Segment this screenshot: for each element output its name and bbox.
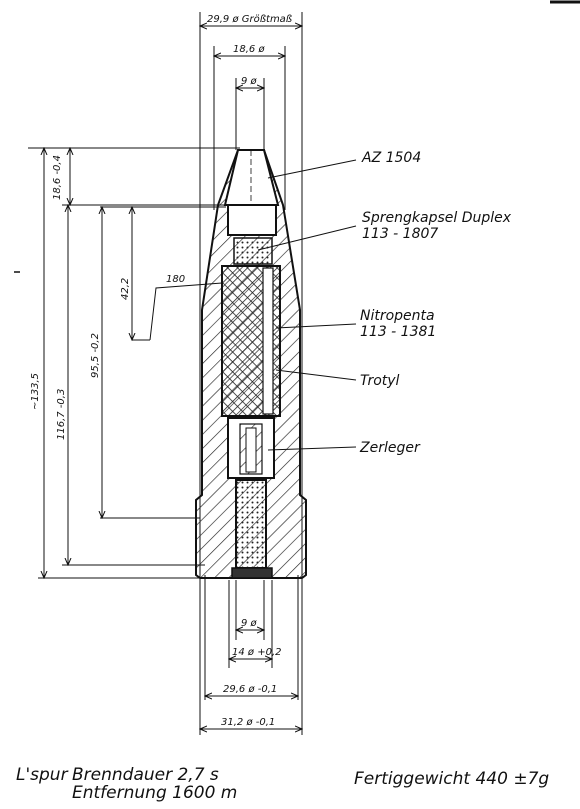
footer-tracer-label: L'spur: [16, 765, 68, 785]
footer-tracer-data: Brenndauer 2,7 s Entfernung 1600 m: [72, 766, 237, 802]
footer-weight: Fertiggewicht 440 ±7g: [354, 770, 549, 788]
dim-band-diameter: 29,6 ø -0,1: [223, 684, 277, 695]
tracer: [235, 479, 267, 569]
footer-distance: Entfernung 1600 m: [72, 783, 238, 803]
dim-tracer-diameter: 9 ø: [241, 618, 258, 629]
label-booster-code: 113 - 1381: [360, 324, 436, 340]
footer-weight-text: Fertiggewicht 440 ±7g: [354, 769, 550, 789]
label-booster: Nitropenta: [360, 308, 435, 324]
fuze-body: [227, 204, 277, 236]
fuze-nose: [223, 149, 280, 206]
label-destructor: Zerleger: [359, 440, 421, 456]
projectile-body: [195, 149, 307, 579]
width-dimension-lines: [200, 26, 302, 729]
dim-rotating-band: 31,2 ø -0,1: [221, 717, 275, 728]
footer-tracer: L'spur: [16, 766, 68, 784]
label-filler: Trotyl: [360, 373, 400, 389]
dim-detonator-depth: 42,2: [120, 278, 131, 300]
dim-angle: 180: [166, 274, 185, 285]
length-dimension-lines: [28, 148, 240, 578]
dim-nose-diameter: 18,6 ø: [233, 44, 265, 55]
dim-max-diameter: 29,9 ø Größtmaß: [207, 14, 292, 25]
dim-fuze-diameter: 9 ø: [241, 76, 258, 87]
dim-body-length: 116,7 -0,3: [56, 389, 67, 440]
label-detonator: Sprengkapsel Duplex: [362, 210, 512, 226]
dim-charge-length: 95,5 -0,2: [90, 333, 101, 378]
detonator: [233, 237, 273, 265]
callout-leaders: [257, 159, 357, 451]
label-fuze: AZ 1504: [361, 150, 421, 166]
dim-nose-length: 18,6 -0,4: [52, 155, 63, 200]
dim-overall-length: ~133,5: [30, 373, 41, 410]
dim-tracer-housing: 14 ø +0,2: [232, 647, 281, 658]
label-detonator-code: 113 - 1807: [362, 226, 438, 242]
footer-burn-time: Brenndauer 2,7 s: [72, 765, 219, 785]
